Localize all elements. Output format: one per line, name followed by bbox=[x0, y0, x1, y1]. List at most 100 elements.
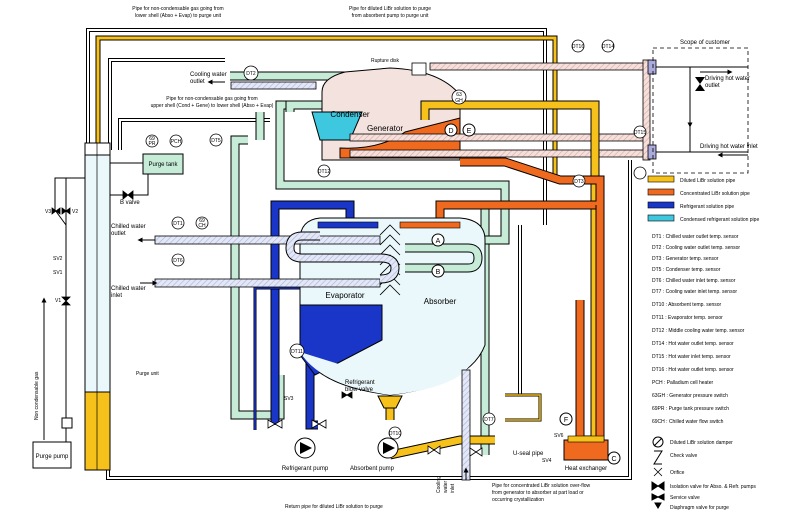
sensor-DT16: DT16 bbox=[572, 44, 584, 50]
valve-V3: V3 bbox=[45, 209, 51, 215]
label-driving-hw-outlet-2: outlet bbox=[705, 83, 720, 89]
valve-SV1: SV1 bbox=[53, 270, 63, 276]
label-overflow-1: Pipe for concentrated LiBr solution over… bbox=[492, 483, 590, 489]
svg-text:Purge tank: Purge tank bbox=[148, 162, 178, 168]
label-cooling-water-inlet-3: inlet bbox=[450, 483, 456, 493]
svg-text:Generator: Generator bbox=[367, 124, 403, 133]
legend-sensor-2: DT3 : Generator temp. sensor bbox=[652, 256, 719, 262]
label-return-pipe: Return pipe for diluted LiBr solution to… bbox=[285, 504, 383, 510]
label-purge-unit: Purge unit bbox=[136, 371, 159, 377]
sensor-63GH-2: GH bbox=[455, 98, 463, 104]
sensor-DT10: DT10 bbox=[389, 431, 401, 437]
sensor-69PR-1: 69 bbox=[149, 136, 155, 142]
label-non-condensable-gas: Non condensable gas bbox=[34, 371, 40, 420]
legend-sensor-7: DT11 : Evaporator temp. sensor bbox=[652, 315, 723, 321]
legend-bar-2 bbox=[647, 201, 675, 209]
customer-scope-box bbox=[652, 47, 749, 174]
sensor-circles bbox=[145, 39, 647, 440]
label-refrigerant-blow-1: Refrigerant bbox=[345, 380, 375, 386]
concentrated-solution-pipe bbox=[435, 157, 605, 455]
legend-sensor-12: PCH : Palladium cell heater bbox=[652, 380, 713, 386]
markers bbox=[431, 123, 621, 465]
svg-text:Absorbent pump: Absorbent pump bbox=[350, 466, 395, 472]
valves bbox=[51, 190, 483, 457]
sensor-DT5: DT5 bbox=[211, 138, 221, 144]
purge-unit bbox=[84, 142, 111, 471]
label-diluted-purge-2: from absorbent pump to purge unit bbox=[352, 13, 429, 19]
sensor-DT11: DT11 bbox=[291, 349, 303, 355]
valve-SV3: SV3 bbox=[284, 396, 294, 402]
sensor-DT15: DT15 bbox=[634, 130, 646, 136]
marker-B: B bbox=[436, 269, 441, 276]
legend-sensor-1: DT2 : Cooling water outlet temp. sensor bbox=[652, 245, 740, 251]
svg-text:Absorber: Absorber bbox=[424, 297, 457, 306]
marker-A: A bbox=[436, 238, 441, 245]
legend-bar-1 bbox=[647, 188, 675, 196]
legend-symbol-4: Service valve bbox=[670, 495, 700, 501]
valve-SV2: SV2 bbox=[53, 256, 63, 262]
svg-text:Purge pump: Purge pump bbox=[36, 454, 69, 460]
label-chilled-outlet-1: Chilled water bbox=[111, 224, 146, 230]
sensor-69PR-2: PR bbox=[149, 141, 156, 147]
legend-symbol-0: Diluted LiBr solution damper bbox=[670, 440, 733, 446]
legend-pipe-1: Concentrated LiBr solution pipe bbox=[680, 191, 750, 197]
label-chilled-outlet-2: outlet bbox=[111, 231, 126, 237]
svg-text:Evaporator: Evaporator bbox=[325, 291, 364, 300]
sensor-PCH: PCH bbox=[171, 139, 182, 145]
legend-sensor-0: DT1 : Chilled water outlet temp. sensor bbox=[652, 234, 739, 240]
legend-sensor-10: DT15 : Hot water inlet temp. sensor bbox=[652, 354, 731, 360]
legend-sensor-13: 63GH : Generator pressure switch bbox=[652, 393, 728, 399]
sensor-DT3: DT3 bbox=[574, 179, 584, 185]
label-noncond-upper-2: upper shell (Cond + Gene) to lower shell… bbox=[151, 103, 274, 109]
label-refrigerant-blow-2: blow valve bbox=[345, 387, 374, 393]
heat-exchanger: Heat exchanger bbox=[563, 435, 609, 472]
sensor-69CH-2: CH bbox=[198, 223, 206, 229]
label-diluted-purge-1: Pipe for diluted LiBr solution to purge bbox=[349, 6, 431, 12]
legend-pipe-0: Diluted LiBr solution pipe bbox=[680, 178, 736, 184]
legend-sensor-11: DT16 : Hot water outlet temp. sensor bbox=[652, 367, 734, 373]
valve-V1: V1 bbox=[55, 298, 61, 304]
legend-sensor-3: DT5 : Condenser temp. sensor bbox=[652, 267, 721, 273]
cooling-water-inlet-pipe bbox=[461, 369, 471, 481]
legend-symbol-5: Diaphragm valve for purge bbox=[670, 505, 729, 511]
valve-SV4: SV4 bbox=[542, 458, 552, 464]
valve-V2: V2 bbox=[72, 209, 78, 215]
absorbent-pump: Absorbent pump bbox=[350, 437, 399, 472]
refrigerant-pump: Refrigerant pump bbox=[282, 437, 329, 472]
hot-water-pipes bbox=[349, 59, 657, 161]
svg-text:Refrigerant pump: Refrigerant pump bbox=[282, 466, 329, 472]
svg-text:Heat exchanger: Heat exchanger bbox=[565, 466, 607, 472]
legend-sensor-8: DT12 : Middle cooling water temp. sensor bbox=[652, 328, 745, 334]
label-overflow-3: occurring crystallization bbox=[492, 497, 544, 503]
sensor-69CH-1: 69 bbox=[199, 218, 205, 224]
svg-text:Condenser: Condenser bbox=[330, 110, 369, 119]
label-driving-hw-inlet: Driving hot water inlet bbox=[700, 144, 758, 150]
legend-sensor-9: DT14 : Hot water outlet temp. sensor bbox=[652, 341, 734, 347]
label-chilled-inlet-2: inlet bbox=[111, 293, 122, 299]
cooling-water-outlet-pipe bbox=[230, 81, 317, 90]
legend-bar-3 bbox=[647, 214, 675, 222]
legend-sensor-15: 69CH : Chilled water flow switch bbox=[652, 419, 724, 425]
label-noncond-lower-1: Pipe for non-condensable gas going from bbox=[132, 6, 223, 12]
legend-symbols bbox=[651, 436, 665, 509]
legend-sensor-14: 69PR : Purge tank pressure switch bbox=[652, 406, 729, 412]
sensor-DT12: DT12 bbox=[318, 169, 330, 175]
flow-arrows bbox=[41, 69, 748, 440]
legend-pipe-2: Refrigerant solution pipe bbox=[680, 204, 734, 210]
marker-C: C bbox=[611, 456, 616, 463]
valve-SV6: SV6 bbox=[554, 433, 564, 439]
legend-pipe-3: Condensed refrigerant solution pipe bbox=[680, 217, 759, 223]
legend-pipe-bars bbox=[647, 175, 675, 222]
sensor-DT2: DT2 bbox=[246, 71, 256, 77]
legend-bar-0 bbox=[647, 175, 675, 183]
sensor-63GH-1: 63 bbox=[456, 92, 462, 98]
label-u-seal-pipe: U-seal pipe bbox=[513, 451, 544, 457]
legend-symbol-3: Isolation valve for Abso. & Refr. pumps bbox=[670, 484, 756, 490]
marker-F: F bbox=[564, 417, 568, 424]
label-cooling-water-outlet-1: Cooling water bbox=[190, 72, 227, 78]
label-rupture-disk: Rupture disk bbox=[371, 58, 400, 64]
sensor-DT1: DT1 bbox=[173, 221, 183, 227]
legend-sensor-5: DT7 : Cooling water inlet temp. sensor bbox=[652, 289, 737, 295]
